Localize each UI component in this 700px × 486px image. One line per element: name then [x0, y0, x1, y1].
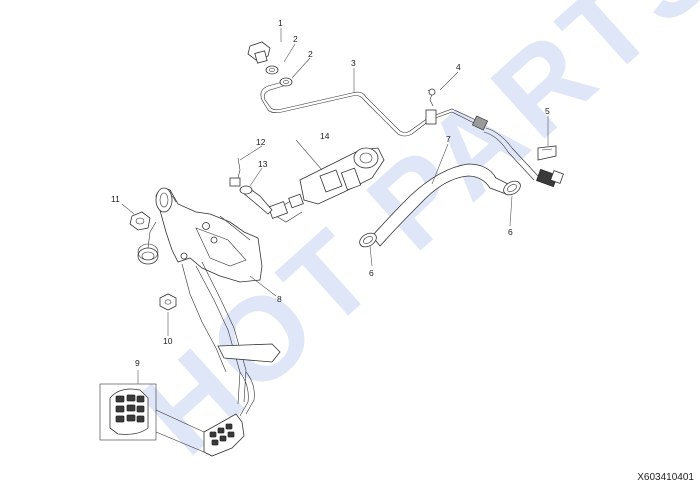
callout-5: 5 [545, 106, 550, 116]
part-12-pin [229, 157, 241, 187]
callout-13: 13 [258, 159, 268, 169]
part-13-clip [239, 185, 273, 215]
pedal-arms [181, 261, 281, 417]
callout-14: 14 [320, 131, 330, 141]
callout-2a: 2 [293, 34, 298, 44]
part-3-pipe [260, 79, 479, 137]
part-4-clip [425, 88, 437, 125]
callout-12: 12 [256, 137, 266, 147]
callout-2b: 2 [308, 49, 313, 59]
part-6-clamps [359, 180, 521, 248]
callout-6a: 6 [369, 268, 374, 278]
part-5-clip [537, 145, 557, 161]
part-8-pedal-bracket [155, 187, 263, 283]
callout-7: 7 [446, 134, 451, 144]
part-14-master-cylinder [267, 147, 385, 223]
return-spring [137, 221, 159, 265]
callout-10: 10 [163, 336, 173, 346]
pedal-pad-installed [203, 413, 245, 457]
drawing-code: X603410401 [637, 472, 694, 483]
callout-3: 3 [351, 58, 356, 68]
callout-11: 11 [111, 194, 120, 204]
callout-1: 1 [278, 18, 283, 28]
callout-9: 9 [135, 358, 140, 368]
part-2-washers [265, 65, 293, 87]
callout-labels: 1 2 2 3 4 5 7 14 12 13 11 6 6 8 10 9 [111, 18, 550, 368]
leader-lines [121, 28, 549, 384]
part-9-pedal-pad [99, 383, 205, 453]
part-11-bolt [129, 211, 151, 231]
callout-8: 8 [277, 294, 282, 304]
callout-4: 4 [456, 62, 461, 72]
hose-to-fitting [471, 115, 564, 188]
part-10-nut [159, 293, 177, 311]
callout-6b: 6 [508, 227, 513, 237]
part-1-bolt [247, 41, 271, 64]
